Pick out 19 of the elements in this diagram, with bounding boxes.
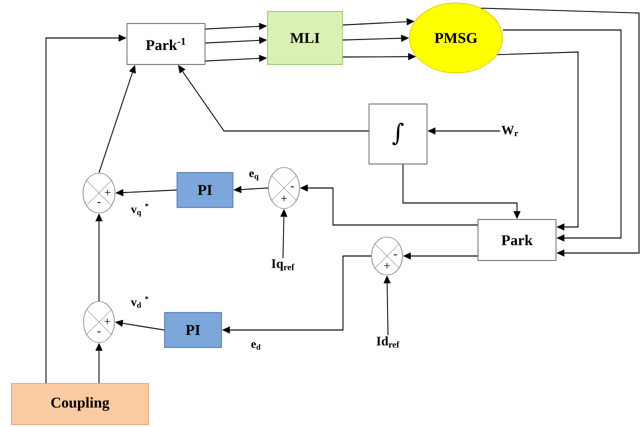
process-box: Park	[478, 219, 556, 261]
controller-box: PI	[176, 172, 234, 208]
summing-junction: + -	[82, 172, 116, 214]
edge-label: e$_{q}$	[248, 170, 260, 182]
summing-junction: - +	[268, 167, 300, 209]
input-label: Iq$_{ref}$	[272, 259, 294, 271]
converter-box: MLI	[267, 11, 343, 65]
arrow	[496, 52, 578, 231]
edge-label: e$_{d}$	[250, 341, 262, 351]
summing-junction: + -	[83, 301, 115, 343]
input-label: W$_{r}$	[501, 126, 518, 136]
summing-junction: - +	[371, 236, 403, 276]
arrow	[502, 30, 622, 242]
coupling-box: Coupling	[11, 383, 149, 425]
input-label: Id$_{ref}$	[376, 336, 400, 348]
arrow	[480, 8, 640, 257]
integrator-box: ∫	[368, 104, 428, 164]
controller-box: PI	[164, 312, 222, 348]
process-box: Park$^{-1}$	[126, 23, 206, 65]
